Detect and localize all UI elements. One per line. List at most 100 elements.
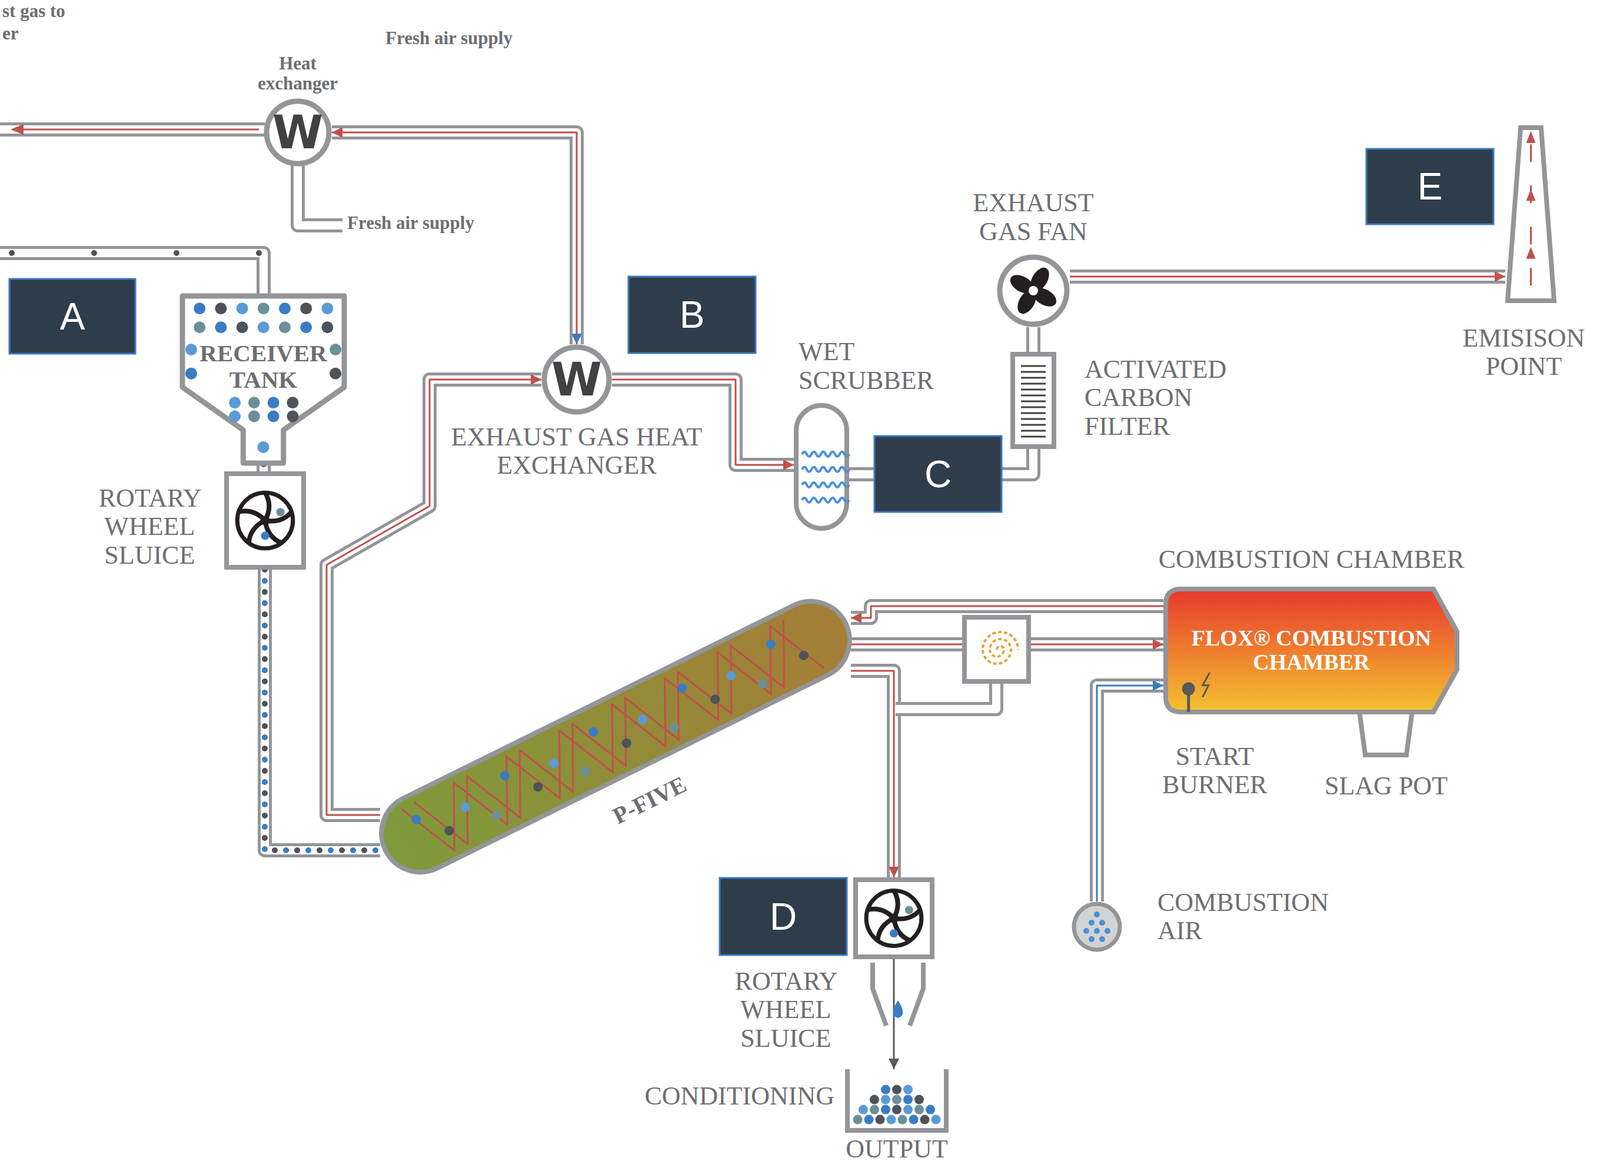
receiver-tank-shape <box>300 321 312 334</box>
pipe-connector <box>331 132 577 345</box>
activated-carbon-filter-shape <box>1020 371 1046 374</box>
heat-exchanger: Heat exchangerW <box>263 98 332 167</box>
receiver-tank-shape <box>185 343 198 356</box>
discharge-funnel <box>872 962 924 1026</box>
p-five-reactor-shape <box>547 756 560 770</box>
pipe-connector <box>331 132 577 345</box>
node-heading: EXHAUST GAS FAN <box>959 188 1107 246</box>
output-bin-shape <box>897 1115 908 1125</box>
rotary-wheel-sluice: ROTARY WHEEL SLUICE <box>224 471 306 570</box>
p-five-reactor-shape <box>368 588 863 886</box>
exhaust-gas-fan-shape <box>1028 285 1039 296</box>
node-heading: COMBUSTION AIR <box>1157 888 1329 946</box>
activated-carbon-filter-shape <box>1020 383 1046 385</box>
activated-carbon-filter-shape <box>1020 412 1046 415</box>
receiver-tank-shape <box>286 410 299 423</box>
output-bin-shape <box>858 1105 868 1115</box>
receiver-tank-shape <box>182 295 345 464</box>
activated-carbon-filter-shape <box>1020 394 1046 397</box>
cyclone-separator <box>982 631 1019 664</box>
rotary-wheel-sluice-shape <box>889 929 898 938</box>
activated-carbon-filter-shape <box>1020 418 1046 421</box>
activated-carbon-filter-shape <box>1020 377 1046 379</box>
output-bin-shape <box>903 1095 913 1105</box>
callout-box-shape <box>9 278 136 354</box>
output-bin-shape <box>931 1115 941 1125</box>
activated-carbon-filter-shape <box>1020 400 1046 403</box>
node-heading: ACTIVATED CARBON FILTER <box>1084 355 1227 441</box>
callout-box-shape <box>628 276 756 354</box>
node-text: RECEIVER TANK <box>199 340 327 394</box>
combustion-air-blower-shape <box>1099 936 1106 943</box>
pipe-connector <box>1026 327 1041 352</box>
combustion-air-blower-shape <box>1071 901 1123 953</box>
receiver-tank-shape <box>236 321 249 334</box>
combustion-air-blower-shape <box>1088 919 1095 926</box>
callout-box: B <box>627 275 757 355</box>
activated-carbon-filter-shape <box>1020 406 1046 409</box>
pipe-connector <box>850 670 894 878</box>
output-bin-shape <box>903 1085 913 1095</box>
rotary-wheel-sluice-shape <box>889 913 899 924</box>
p-five-reactor-shape <box>724 669 738 683</box>
output-bin-shape <box>847 1069 947 1131</box>
p-five-reactor-shape <box>380 599 851 875</box>
p-five-reactor-shape <box>667 721 681 734</box>
p-five-reactor-shape <box>579 764 592 778</box>
output-bin-shape <box>880 1095 891 1105</box>
p-five-reactor-shape <box>531 780 544 794</box>
exhaust-outlet-pipe <box>0 125 265 134</box>
combustion-chamber-shape <box>1182 682 1196 696</box>
output-bin-shape <box>892 1105 902 1115</box>
rotary-wheel-sluice-shape <box>866 890 922 947</box>
p-five-reactor-shape <box>400 613 824 864</box>
node-heading: ROTARY WHEEL SLUICE <box>98 484 201 570</box>
cyclone-discharge-pipe <box>895 679 997 710</box>
node-text: A <box>60 297 86 336</box>
receiver-tank-shape <box>193 302 206 315</box>
receiver-tank-shape <box>228 410 241 423</box>
callout-box-shape <box>874 436 1002 512</box>
p-five-reactor-shape <box>498 769 511 782</box>
receiver-tank-shape <box>321 302 334 315</box>
node-heading: ROTARY WHEEL SLUICE <box>734 967 837 1053</box>
node-text: W <box>551 356 602 403</box>
pipe-connector <box>850 670 894 878</box>
receiver-tank-shape <box>257 302 270 315</box>
activated-carbon-filter-shape <box>1010 351 1057 449</box>
pipe-connector <box>1096 685 1164 902</box>
output-bin-shape <box>920 1115 930 1125</box>
p-five-reactor-shape <box>414 619 811 857</box>
fresh-air-pipe <box>297 164 343 226</box>
wet-scrubber-shape <box>802 467 850 472</box>
p-five-reactor-shape <box>443 824 456 837</box>
callout-box-shape <box>719 877 847 956</box>
receiver-tank-shape <box>300 302 312 315</box>
combustion-chamber-shape <box>1165 589 1458 713</box>
activated-carbon-filter-shape <box>1020 436 1046 438</box>
cyclone-separator <box>964 617 1029 682</box>
emission-point-shape <box>1529 131 1532 286</box>
node-text: W <box>272 109 324 156</box>
activated-carbon-filter-shape <box>1020 388 1046 391</box>
p-five-reactor-shape <box>709 693 722 706</box>
node-text: FLOX® COMBUSTION CHAMBER <box>1182 626 1442 676</box>
receiver-tank-shape <box>214 321 227 334</box>
wet-scrubber-shape <box>802 482 850 488</box>
emission-point: EMISISON POINT <box>1505 127 1557 304</box>
output-bin-shape <box>886 1115 897 1125</box>
combustion-chamber-shape <box>1202 672 1210 698</box>
wet-scrubber-shape <box>793 403 850 531</box>
wet-scrubber-shape <box>802 451 850 457</box>
exhaust-outlet-pipe <box>23 128 259 131</box>
p-five-reactor-shape <box>458 800 472 814</box>
activated-carbon-filter: ACTIVATED CARBON FILTER <box>1010 351 1057 449</box>
combustion-air-blower-shape <box>1104 927 1111 934</box>
cyclone-discharge-pipe <box>895 679 997 710</box>
exhaust-gas-fan-shape <box>996 254 1070 328</box>
rotary-wheel-sluice-shape <box>260 516 271 526</box>
callout-box: C <box>873 434 1003 514</box>
pipe-connector <box>1029 327 1038 352</box>
emission-point-shape <box>1526 247 1536 259</box>
